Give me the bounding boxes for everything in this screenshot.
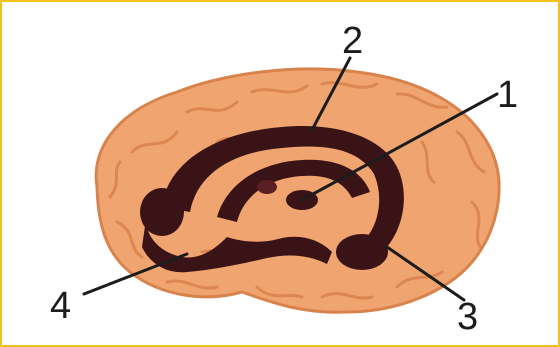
callout-2: 2 <box>342 22 363 60</box>
callout-4: 4 <box>50 287 71 325</box>
callout-3: 3 <box>457 298 478 336</box>
structure-4-mass <box>140 188 184 236</box>
highlight-spot <box>257 180 277 194</box>
structure-3-mass <box>336 234 388 270</box>
callout-1: 1 <box>497 76 518 114</box>
